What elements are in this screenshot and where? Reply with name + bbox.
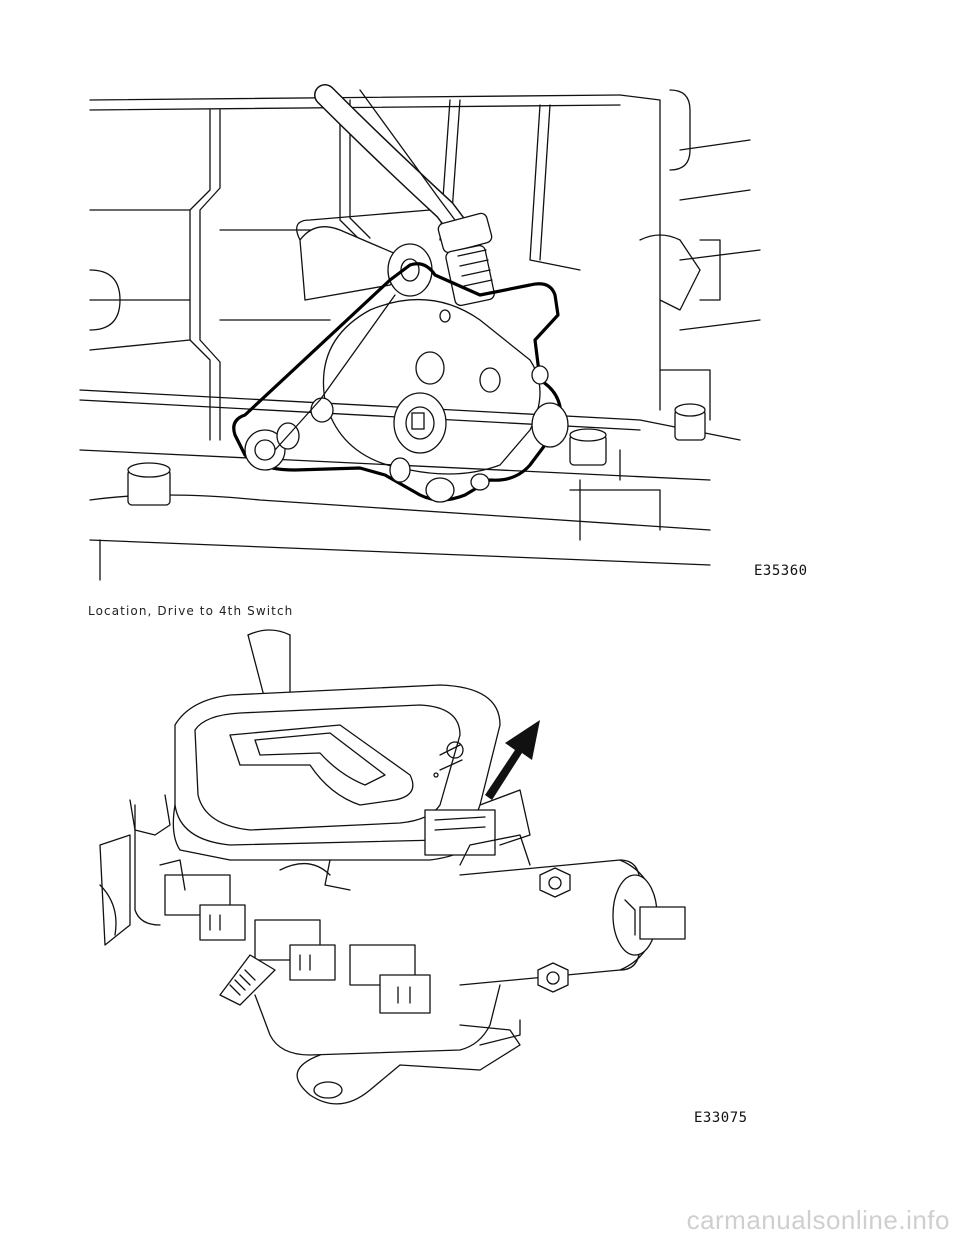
figure-caption: Location, Drive to 4th Switch <box>88 604 294 618</box>
figure-code: E35360 <box>754 563 808 579</box>
transmission-switch-illustration <box>60 70 780 590</box>
watermark: carmanualsonline.info <box>686 1205 950 1235</box>
gear-selector-illustration <box>80 625 770 1135</box>
figure-code: E33075 <box>694 1110 748 1126</box>
